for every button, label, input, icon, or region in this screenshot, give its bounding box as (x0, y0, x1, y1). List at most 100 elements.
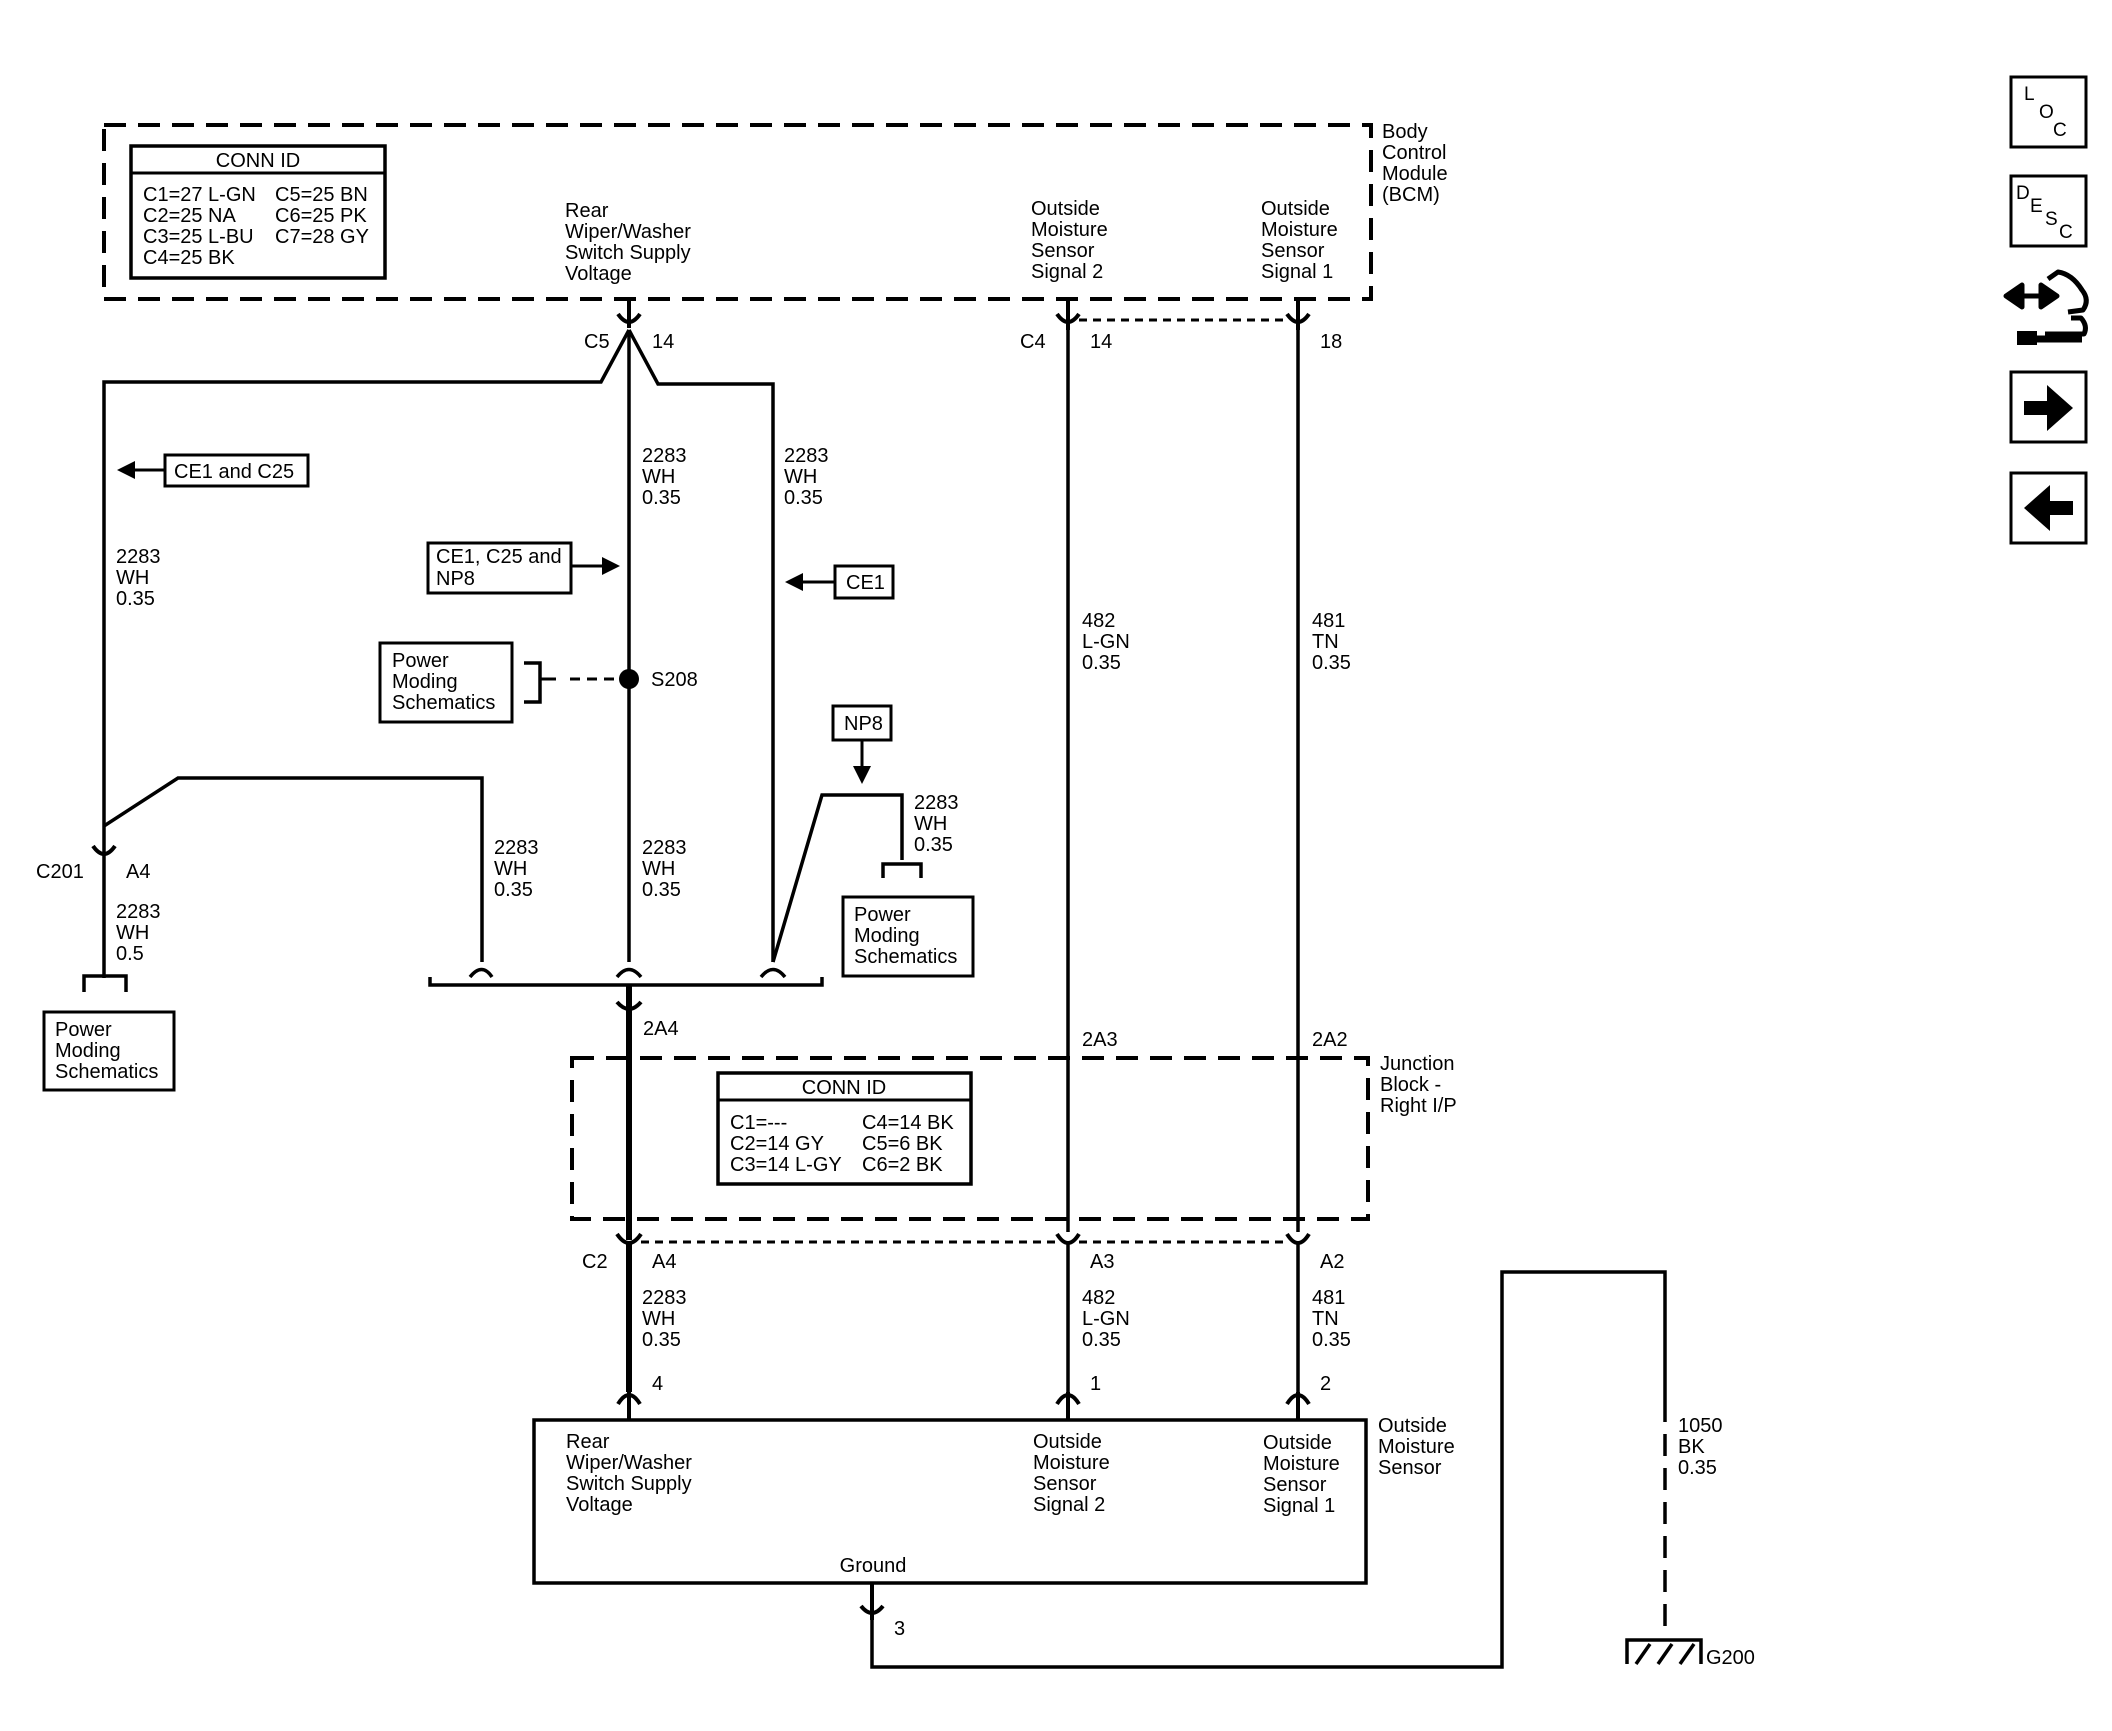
wire-label: 2283 (914, 792, 959, 814)
name-line: Junction (1380, 1053, 1455, 1075)
wire-label-2283-upper-center: 2283 WH 0.35 (642, 445, 687, 509)
pin-label: 4 (652, 1373, 663, 1395)
junction-block-name: Junction Block - Right I/P (1380, 1053, 1457, 1117)
connector-label: C2 (582, 1251, 608, 1273)
connector-label: 2A3 (1082, 1029, 1118, 1051)
pin-label: 14 (1090, 331, 1112, 353)
label-line: Sensor (1263, 1474, 1327, 1496)
pin-label: 3 (894, 1618, 905, 1640)
label-line: Rear (566, 1431, 610, 1453)
connector-pinout-icon[interactable] (2003, 269, 2089, 345)
wire-label: 0.35 (1082, 652, 1121, 674)
bcm-connector-c4: C4 14 18 (1020, 300, 1342, 353)
name-line: Block - (1380, 1074, 1441, 1096)
label-line: Signal 2 (1033, 1494, 1105, 1516)
connector-c201: C201 A4 (36, 826, 150, 978)
nav-letter: C (2053, 120, 2067, 141)
name-line: Outside (1378, 1415, 1447, 1437)
pin-label: 2 (1320, 1373, 1331, 1395)
conn-id-entry: C3=14 L-GY (730, 1154, 842, 1176)
bcm-conn-id-entry: C7=28 GY (275, 226, 369, 248)
reference-ce1-c25-np8[interactable]: CE1, C25 and NP8 (426, 541, 620, 595)
reference-label: Power (854, 904, 911, 926)
wire-label: WH (784, 466, 817, 488)
reference-label: NP8 (436, 568, 475, 590)
reference-ce1[interactable]: CE1 (785, 564, 895, 600)
bcm-conn-id-title: CONN ID (216, 150, 300, 172)
reference-power-moding-c201[interactable]: Power Moding Schematics (42, 1010, 176, 1092)
wire-label: WH (494, 858, 527, 880)
reference-label: CE1 and C25 (174, 461, 294, 483)
wire-label-1050: 1050 BK 0.35 (1678, 1415, 1723, 1479)
reference-np8[interactable]: NP8 (831, 704, 893, 784)
connector-label: C4 (1020, 331, 1046, 353)
wire-label: 482 (1082, 1287, 1115, 1309)
reference-label: NP8 (844, 713, 883, 735)
wire-label: 482 (1082, 610, 1115, 632)
bcm-pin-label-signal2: Outside Moisture Sensor Signal 2 (1031, 198, 1108, 283)
next-arrow-icon[interactable] (2009, 370, 2088, 444)
connector-label: 2A2 (1312, 1029, 1348, 1051)
ground-symbol-icon (1625, 1638, 1703, 1666)
sensor-name: Outside Moisture Sensor (1378, 1415, 1455, 1479)
nav-desc-button[interactable]: D E S C (2009, 174, 2088, 248)
lower-wiring (626, 1244, 1300, 1392)
wire-label: 2283 (642, 445, 687, 467)
reference-label: Schematics (854, 946, 957, 968)
wire-label: WH (642, 1308, 675, 1330)
wire-label: 2283 (116, 901, 161, 923)
wire-label-481-upper: 481 TN 0.35 (1312, 610, 1351, 674)
sensor-ground-label: Ground (840, 1555, 907, 1577)
wire-label-2283-c201: 2283 WH 0.5 (116, 901, 161, 965)
wire-label: WH (116, 567, 149, 589)
bcm-conn-id-entry: C6=25 PK (275, 205, 367, 227)
wire-label-482-upper: 482 L-GN 0.35 (1082, 610, 1130, 674)
connector-label: C5 (584, 331, 610, 353)
bcm-conn-id-entry: C5=25 BN (275, 184, 368, 206)
reference-power-moding-np8[interactable]: Power Moding Schematics (841, 895, 975, 978)
label-line: Switch Supply (565, 242, 691, 264)
reference-power-moding-s208[interactable]: Power Moding Schematics (378, 641, 514, 724)
reference-label: Power (55, 1019, 112, 1041)
reference-label: CE1 (846, 572, 885, 594)
splice-s208: S208 (524, 661, 698, 704)
label-line: Moisture (1031, 219, 1108, 241)
label-line: Signal 2 (1031, 261, 1103, 283)
conn-id-entry: C1=--- (730, 1112, 787, 1134)
bcm-module: Body Control Module (BCM) CONN ID C1=27 … (102, 121, 1448, 301)
connector-label: C201 (36, 861, 84, 883)
wire-label-2283-np8: 2283 WH 0.35 (914, 792, 959, 856)
bcm-name-line: Body (1382, 121, 1428, 143)
nav-loc-button[interactable]: L O C (2009, 75, 2088, 149)
reference-ce1-and-c25[interactable]: CE1 and C25 (117, 453, 310, 488)
label-line: Moisture (1263, 1453, 1340, 1475)
bcm-name-line: Control (1382, 142, 1446, 164)
pin-label: A2 (1320, 1251, 1344, 1273)
wire-label: TN (1312, 631, 1339, 653)
conn-id-entry: C5=6 BK (862, 1133, 943, 1155)
nav-letter: O (2039, 102, 2054, 123)
pin-label: A3 (1090, 1251, 1114, 1273)
wire-label: 0.35 (1312, 1329, 1351, 1351)
conn-id-entry: C2=14 GY (730, 1133, 824, 1155)
previous-arrow-icon[interactable] (2009, 471, 2088, 545)
label-line: Sensor (1033, 1473, 1097, 1495)
nav-letter: C (2059, 222, 2073, 243)
label-line: Voltage (565, 263, 632, 285)
label-line: Sensor (1031, 240, 1095, 262)
name-line: Sensor (1378, 1457, 1442, 1479)
bcm-name: Body Control Module (BCM) (1382, 121, 1448, 206)
wire-label-2283-left: 2283 WH 0.35 (116, 546, 161, 610)
bcm-conn-id-entry: C4=25 BK (143, 247, 235, 269)
sensor-pin-label-signal1: Outside Moisture Sensor Signal 1 (1263, 1432, 1340, 1517)
conn-id-title: CONN ID (802, 1077, 886, 1099)
ground-circuit-1050: 3 1050 BK 0.35 G200 (859, 1270, 1755, 1669)
conn-id-entry: C6=2 BK (862, 1154, 943, 1176)
wire-label: 2283 (642, 1287, 687, 1309)
junction-block-connector-c2: C2 A4 A3 A2 (582, 1232, 1344, 1273)
wire-label: 2283 (494, 837, 539, 859)
circuit-482-481-wiring (1066, 330, 1300, 1232)
label-line: Moisture (1033, 1452, 1110, 1474)
ground-label: G200 (1706, 1647, 1755, 1669)
reference-label: CE1, C25 and (436, 546, 562, 568)
